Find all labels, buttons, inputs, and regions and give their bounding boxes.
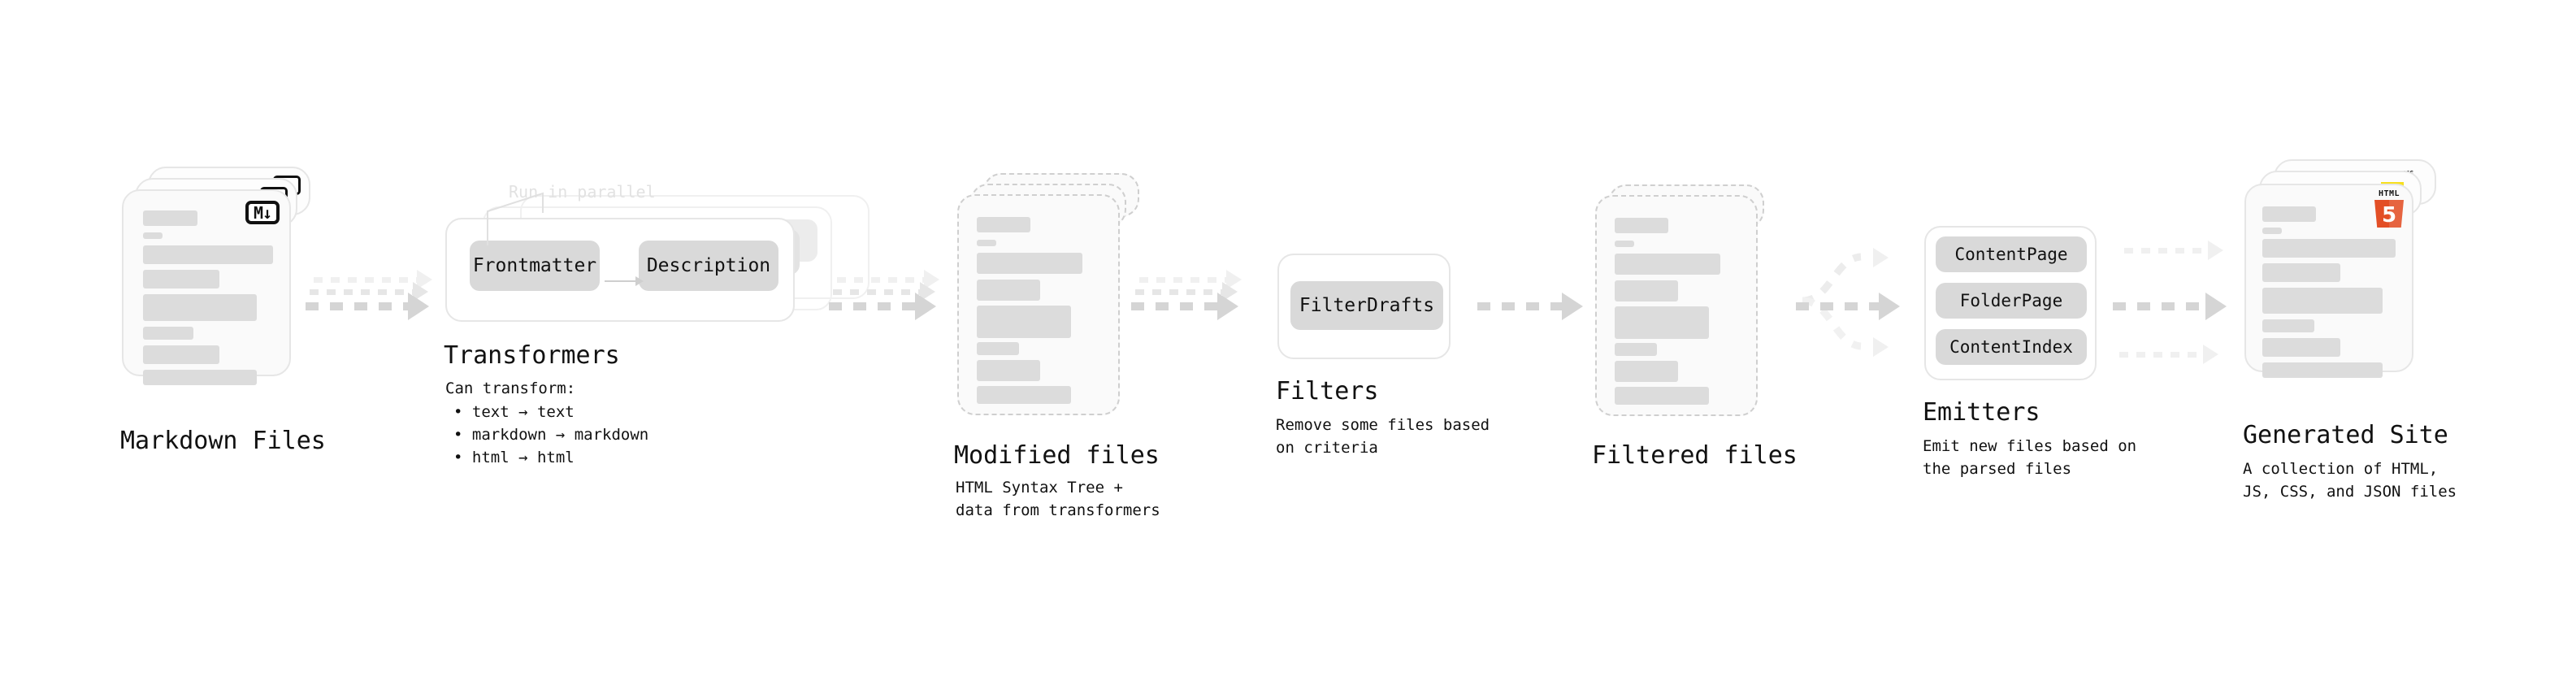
emitters-desc-line1: Emit new files based on xyxy=(1923,437,2137,455)
emitters-title: Emitters xyxy=(1923,398,2040,427)
arrow-modified-filters-1 xyxy=(1131,293,1238,320)
transformers-chip-frontmatter[interactable]: Frontmatter xyxy=(470,241,600,291)
transformers-chip-description-label: Description xyxy=(646,255,771,276)
markdown-card-skeleton xyxy=(124,191,289,385)
arrow-filtered-emitters-top xyxy=(1854,248,1889,267)
markdown-title: Markdown Files xyxy=(120,427,326,455)
emitters-chip-contentpage-label: ContentPage xyxy=(1954,245,2068,264)
emitters-chip-contentindex[interactable]: ContentIndex xyxy=(1936,329,2087,365)
modified-card-skeleton xyxy=(959,196,1118,414)
arrow-filtered-emitters-bottom xyxy=(1854,337,1889,357)
generated-desc-line1: A collection of HTML, xyxy=(2243,460,2439,478)
generated-card-html: HTML xyxy=(2244,184,2413,378)
markdown-badge: M↓ xyxy=(245,201,280,224)
filters-title: Filters xyxy=(1276,377,1379,406)
html5-badge: HTML xyxy=(2374,190,2404,228)
arrow-filters-filtered xyxy=(1477,293,1583,320)
markdown-card-front: M↓ xyxy=(122,189,291,385)
filters-desc-line2: on criteria xyxy=(1276,439,1378,457)
transformers-desc-heading: Can transform: xyxy=(445,380,576,397)
emitters-chip-folderpage-label: FolderPage xyxy=(1959,291,2063,310)
modified-card-front xyxy=(957,194,1120,415)
emitters-chip-contentpage[interactable]: ContentPage xyxy=(1936,236,2087,272)
html5-badge-label: HTML xyxy=(2378,189,2400,198)
arrow-emitters-generated-bottom xyxy=(2119,345,2218,364)
arrow-emitters-generated-top xyxy=(2124,241,2223,260)
modified-desc-line2: data from transformers xyxy=(956,501,1160,519)
arrow-filtered-emitters-main xyxy=(1796,293,1900,320)
transformers-chip-frontmatter-label: Frontmatter xyxy=(472,255,597,276)
generated-card-skeleton xyxy=(2246,185,2412,378)
arrow-markdown-transformers-1 xyxy=(306,293,429,320)
filtered-card-skeleton xyxy=(1597,197,1756,414)
filters-chip-filterdrafts[interactable]: FilterDrafts xyxy=(1290,281,1443,330)
arrow-emitters-generated-main xyxy=(2113,293,2227,320)
filters-desc-line1: Remove some files based xyxy=(1276,416,1490,434)
generated-title: Generated Site xyxy=(2243,421,2448,449)
filters-chip-filterdrafts-label: FilterDrafts xyxy=(1299,295,1435,316)
markdown-badge-arrow: ↓ xyxy=(262,202,272,223)
modified-desc-line1: HTML Syntax Tree + xyxy=(956,479,1123,497)
emitters-chip-folderpage[interactable]: FolderPage xyxy=(1936,283,2087,319)
filtered-card-front xyxy=(1595,195,1758,416)
transformers-bullet-1: • markdown → markdown xyxy=(453,426,649,444)
html5-badge-shield xyxy=(2374,200,2404,228)
arrow-transformers-modified-1 xyxy=(829,293,936,320)
generated-desc-line2: JS, CSS, and JSON files xyxy=(2243,483,2457,501)
emitters-desc-line2: the parsed files xyxy=(1923,460,2072,478)
modified-title: Modified files xyxy=(954,441,1160,470)
transformers-title: Transformers xyxy=(444,341,620,370)
transformers-inner-arrow-front xyxy=(605,276,644,286)
emitters-chip-contentindex-label: ContentIndex xyxy=(1949,337,2073,357)
transformers-chip-description[interactable]: Description xyxy=(639,241,778,291)
transformers-parallel-note: Run in parallel xyxy=(509,182,656,202)
filtered-title: Filtered files xyxy=(1592,441,1798,470)
transformers-bullet-2: • html → html xyxy=(453,449,575,466)
markdown-badge-letter: M xyxy=(253,202,263,223)
transformers-bullet-0: • text → text xyxy=(453,403,575,421)
